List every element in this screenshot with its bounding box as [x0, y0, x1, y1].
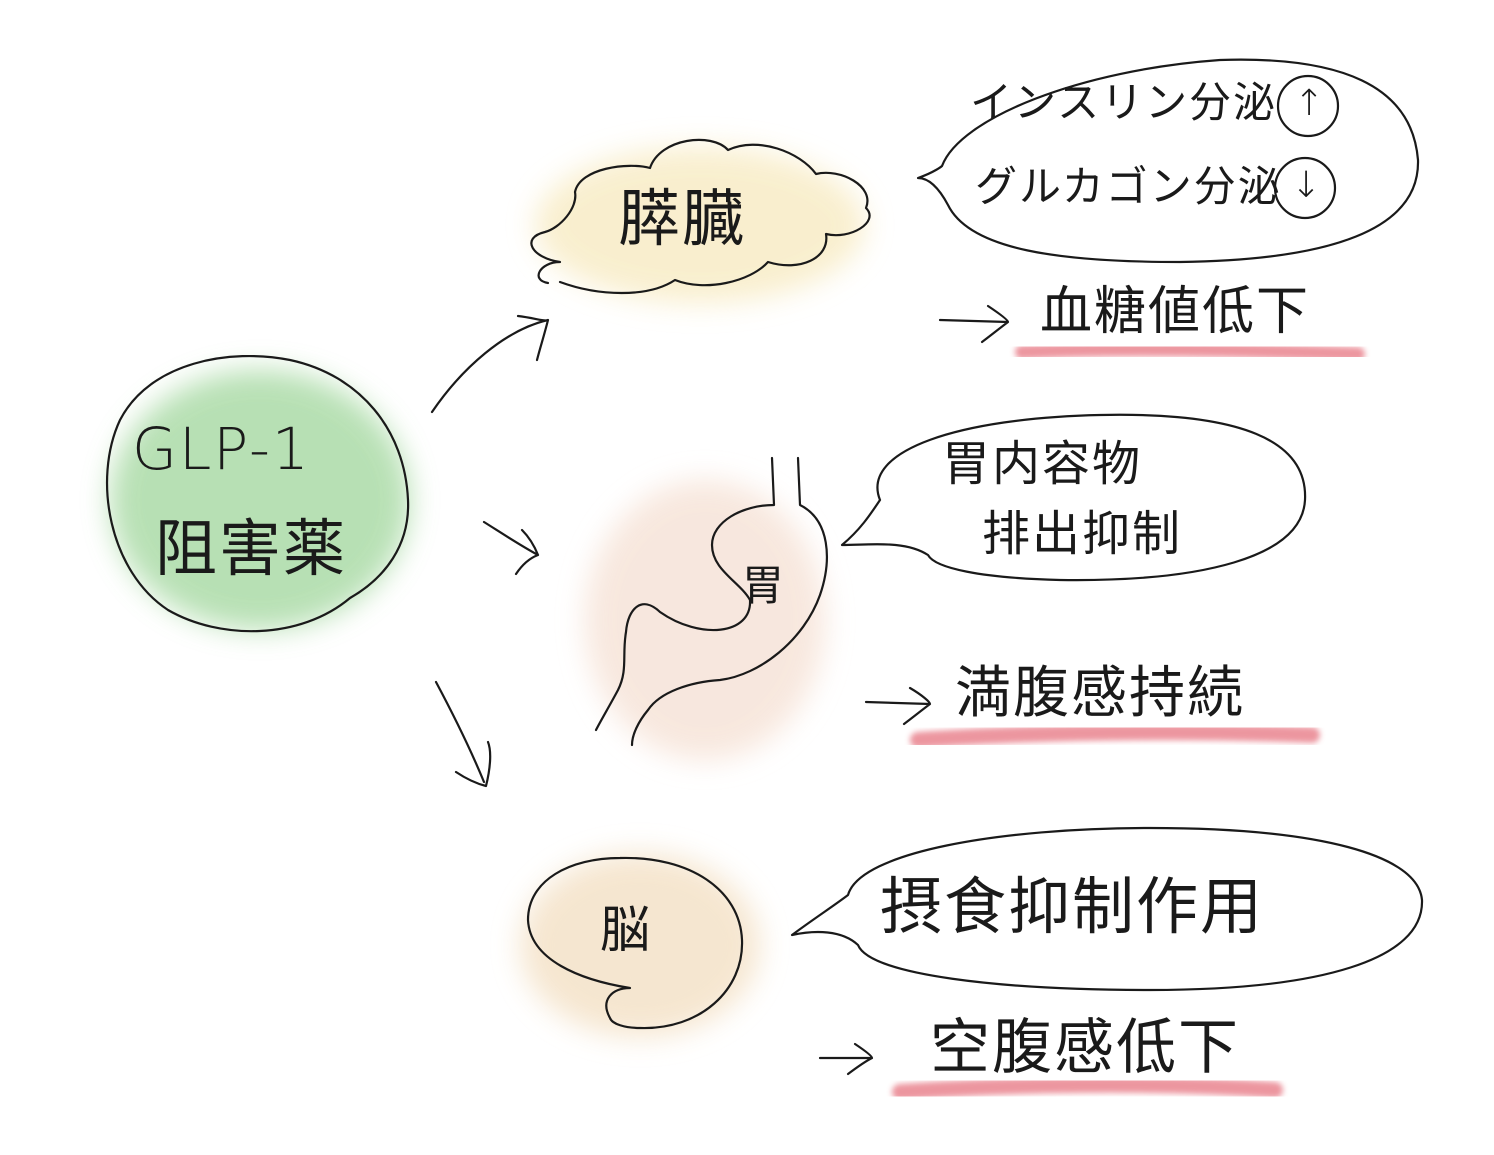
- bubble-brain: [790, 826, 1424, 992]
- up-mark: ↑: [1294, 83, 1327, 124]
- stomach-outline-outer: [630, 456, 828, 747]
- result-blood-sugar: 血糖値低下: [1040, 282, 1311, 342]
- pancreas-wash: [535, 147, 865, 303]
- organ-pancreas: 膵臓: [618, 182, 747, 255]
- brain-wash: [520, 853, 760, 1037]
- organ-stomach: 胃: [742, 561, 787, 610]
- down-mark-circle: [1273, 156, 1337, 220]
- arrow-to-pancreas: [430, 314, 550, 414]
- arrow-to-stomach: [482, 520, 540, 576]
- bubble-pancreas: [916, 58, 1420, 264]
- arrow-satiety: [864, 686, 932, 726]
- effect-gastric-line1: 胃内容物: [942, 436, 1143, 492]
- stomach-wash: [585, 480, 825, 760]
- organ-brain: 脳: [600, 901, 652, 959]
- pancreas-cloud: [530, 138, 871, 295]
- arrow-to-brain: [434, 680, 492, 788]
- result-hunger: 空腹感低下: [930, 1013, 1240, 1083]
- down-mark: ↓: [1291, 165, 1324, 206]
- highlight-blood-sugar: [1015, 342, 1365, 361]
- effect-insulin: インスリン分泌: [970, 78, 1278, 127]
- brain-outline: [526, 856, 744, 1030]
- drug-class: 阻害薬: [155, 512, 348, 585]
- drug-name: GLP-1: [132, 415, 311, 483]
- effect-gastric-line2: 排出抑制: [982, 506, 1183, 562]
- arrow-blood-sugar: [938, 304, 1010, 344]
- effect-appetite: 摂食抑制作用: [880, 870, 1265, 943]
- drug-wash: [110, 370, 410, 630]
- drug-circle: [105, 354, 410, 633]
- arrow-hunger: [818, 1042, 874, 1076]
- bubble-stomach: [840, 413, 1307, 582]
- highlight-satiety: [910, 724, 1320, 748]
- up-mark-circle: [1276, 74, 1340, 138]
- highlight-hunger: [892, 1076, 1283, 1100]
- result-satiety: 満腹感持続: [955, 661, 1245, 726]
- stomach-outline: [594, 456, 776, 732]
- effect-glucagon: グルカゴン分泌: [975, 162, 1282, 211]
